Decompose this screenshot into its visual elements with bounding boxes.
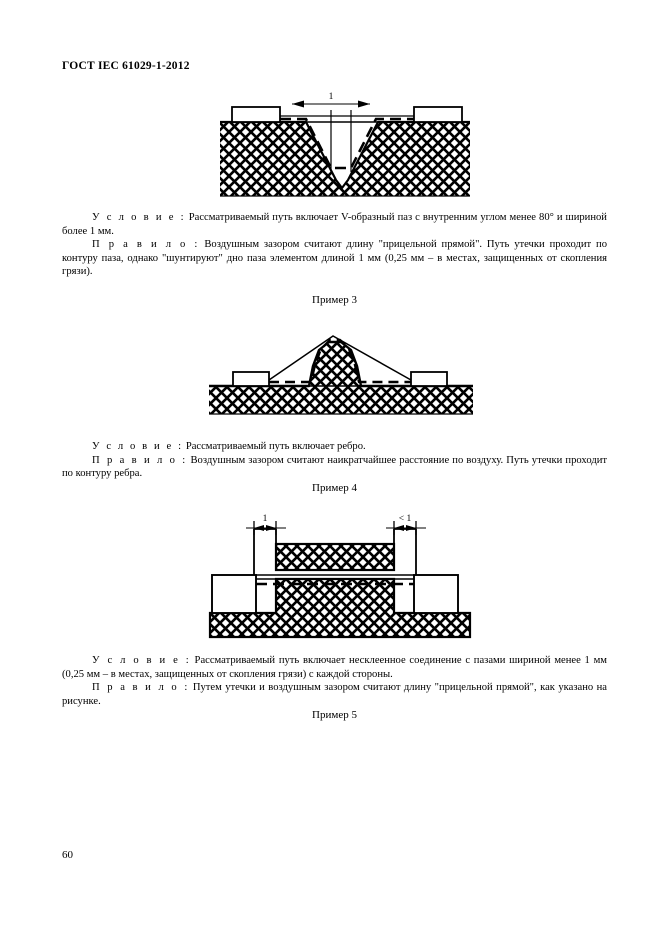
dimension-label-right: < 1 [399,514,412,524]
figure-caption-4: Пример 4 [312,482,357,494]
dimension-group-left: 1 [246,514,286,535]
condition-text-5: Рассматриваемый путь включает несклеенно… [62,655,607,680]
page-number: 60 [62,849,73,861]
dimension-label-1: 1 [329,92,334,102]
figure-joint: 1 < 1 [198,513,482,645]
rule-text-5: Путем утечки и воздушным зазором считают… [62,682,607,707]
rule-label-4: П р а в и л о : [92,454,188,466]
electrode-right [413,106,463,123]
figure-rib [205,332,477,418]
v-groove-drawing: 1 [220,92,470,197]
figure-caption-3: Пример 3 [312,294,357,306]
dimension-label-left: 1 [263,514,268,524]
rule-paragraph-4: П р а в и л о : Воздушным зазором считаю… [62,454,607,481]
condition-paragraph-4: У с л о в и е : Рассматриваемый путь вкл… [62,440,607,454]
electrode-left [211,574,257,614]
condition-paragraph-3: У с л о в и е : Рассматриваемый путь вкл… [62,211,607,238]
upper-hatched-body [274,542,396,572]
joint-drawing: 1 < 1 [208,514,472,639]
figure-caption-5: Пример 5 [312,709,357,721]
condition-text-4: Рассматриваемый путь включает ребро. [185,441,366,452]
dimension-group-1: 1 [292,92,370,108]
electrode-right [413,574,459,614]
creepage-path [280,117,414,170]
condition-paragraph-5: У с л о в и е : Рассматриваемый путь вкл… [62,654,607,681]
rule-paragraph-5: П р а в и л о : Путем утечки и воздушным… [62,681,607,708]
condition-label-3: У с л о в и е : [92,212,186,223]
dimension-group-right: < 1 [386,514,426,535]
hatched-body [220,120,470,197]
condition-label-4: У с л о в и е : [92,441,184,452]
electrode-right [410,371,448,387]
rule-text-3: Воздушным зазором считают длину "прицель… [62,239,607,278]
document-header: ГОСТ IEC 61029-1-2012 [62,60,190,72]
rib-drawing [209,335,473,415]
figure-v-groove: 1 [218,88,474,200]
electrode-left [231,106,281,123]
text-block-4: У с л о в и е : Рассматриваемый путь вкл… [62,440,607,481]
text-block-3: У с л о в и е : Рассматриваемый путь вкл… [62,211,607,279]
condition-label-5: У с л о в и е : [92,655,191,666]
rule-text-4: Воздушным зазором считают наикратчайшее … [62,454,608,480]
electrode-left [232,371,270,387]
rule-paragraph-3: П р а в и л о : Воздушным зазором считаю… [62,238,607,279]
condition-text-3: Рассматриваемый путь включает V-образный… [62,212,607,237]
rule-label-3: П р а в и л о : [92,239,200,251]
creepage-path [269,338,411,384]
clearance-line [268,335,412,381]
rule-label-5: П р а в и л о : [92,682,190,694]
text-block-5: У с л о в и е : Рассматриваемый путь вкл… [62,654,607,708]
